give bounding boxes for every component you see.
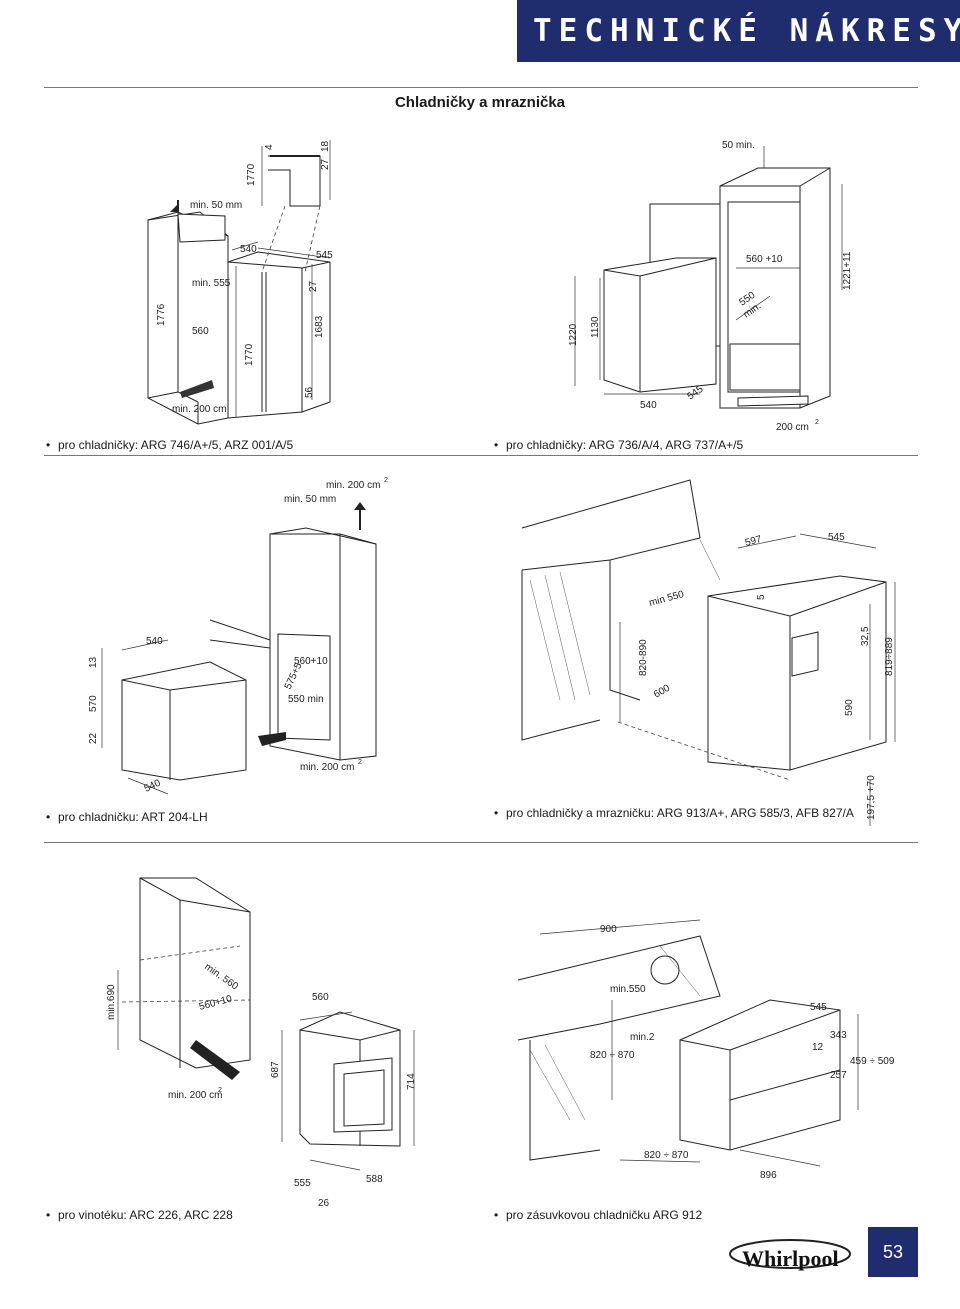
label: min 550 (648, 589, 686, 609)
drawing-arg-736 (574, 146, 843, 409)
page-number: 53 (868, 1227, 918, 1277)
label: 1770 (246, 163, 257, 186)
label: min. 50 mm (284, 494, 336, 505)
label: 560 (312, 992, 329, 1003)
header-banner: TECHNICKÉ NÁKRESY (517, 0, 960, 62)
label: min.690 (106, 984, 117, 1020)
label: 2 (384, 477, 388, 484)
label: 22 (88, 732, 99, 744)
label: 56 (304, 386, 315, 398)
label: min. 50 mm (190, 200, 242, 211)
label: 27 (320, 158, 331, 170)
label: 600 (652, 683, 672, 701)
caption-arg-746: •pro chladničky: ARG 746/A+/5, ARZ 001/A… (46, 438, 294, 452)
label: 714 (406, 1073, 417, 1090)
label: 12 (812, 1042, 824, 1053)
label: min.550 (610, 984, 646, 995)
drawing-arg-746 (147, 140, 331, 425)
label: min. 200 cm (300, 762, 354, 773)
label: 1220 (568, 323, 579, 346)
caption-art-204: •pro chladničku: ART 204-LH (46, 810, 208, 824)
label: 545 (316, 250, 333, 261)
drawing-arc-226 (117, 877, 415, 1171)
logo-text: Whirlpool (742, 1246, 839, 1271)
label: 2 (815, 419, 819, 426)
page-title: TECHNICKÉ NÁKRESY (533, 13, 960, 49)
label: 2 (218, 1087, 222, 1094)
caption-arc-226: •pro vinotéku: ARC 226, ARC 228 (46, 1208, 233, 1222)
label: 540 (146, 636, 163, 647)
label: 540 (143, 778, 163, 795)
label: 820 ÷ 870 (590, 1050, 635, 1061)
label: 27 (308, 280, 319, 292)
drawing-arg-912 (517, 919, 859, 1167)
label: 555 (294, 1178, 311, 1189)
label: 1221+11 (842, 251, 853, 290)
label: 540 (640, 400, 657, 411)
label: 200 cm (776, 422, 809, 433)
whirlpool-logo: Whirlpool (729, 1239, 851, 1271)
section-rule (44, 455, 918, 456)
label: 540 (240, 244, 257, 255)
label: 343 (830, 1030, 847, 1041)
label: 560 (192, 326, 209, 337)
label: 2 (358, 759, 362, 766)
label: 459 ÷ 509 (850, 1056, 895, 1067)
caption-arg-736: •pro chladničky: ARG 736/A/4, ARG 737/A+… (494, 438, 744, 452)
label: 13 (88, 656, 99, 668)
label: 896 (760, 1170, 777, 1181)
label: 597 (744, 534, 763, 549)
label: 560+10 (294, 656, 328, 667)
label: min. 200 cm (326, 480, 380, 491)
label: 26 (318, 1198, 330, 1209)
label: 819÷889 (884, 637, 895, 676)
label: min.2 (630, 1032, 655, 1043)
section-rule (44, 842, 918, 843)
label: 1130 (590, 316, 601, 338)
label: 545 (828, 532, 845, 543)
label: min. 555 (192, 278, 231, 289)
label: min. 200 cm (172, 404, 226, 415)
caption-arg-912: •pro zásuvkovou chladničku ARG 912 (494, 1208, 703, 1222)
label: 820 ÷ 870 (644, 1150, 689, 1161)
top-rule (44, 87, 918, 88)
drawing-arg-913 (521, 479, 896, 826)
label: 32,5 (860, 626, 871, 646)
label: 900 (600, 924, 617, 935)
label: 5 (756, 594, 767, 600)
label: min. 200 cm (168, 1090, 222, 1101)
label: 197,5 +70 (866, 775, 877, 820)
label: 18 (320, 140, 331, 152)
label: 4 (264, 144, 275, 150)
section-subtitle: Chladničky a mraznička (394, 94, 566, 111)
caption-arg-913: •pro chladničky a mrazničku: ARG 913/A+,… (494, 806, 854, 820)
label: 1776 (156, 303, 167, 326)
label: 1770 (244, 343, 255, 366)
label: 820-890 (638, 639, 649, 676)
label: 590 (844, 699, 855, 716)
label: 50 min. (722, 140, 755, 151)
drawing-art-204 (101, 502, 377, 795)
label: 1683 (314, 315, 325, 338)
label: 545 (810, 1002, 827, 1013)
label: 550 min (288, 694, 324, 705)
label: 588 (366, 1174, 383, 1185)
label: 257 (830, 1070, 847, 1081)
label: 570 (88, 695, 99, 712)
label: 560 +10 (746, 254, 783, 265)
label: 687 (270, 1061, 281, 1078)
